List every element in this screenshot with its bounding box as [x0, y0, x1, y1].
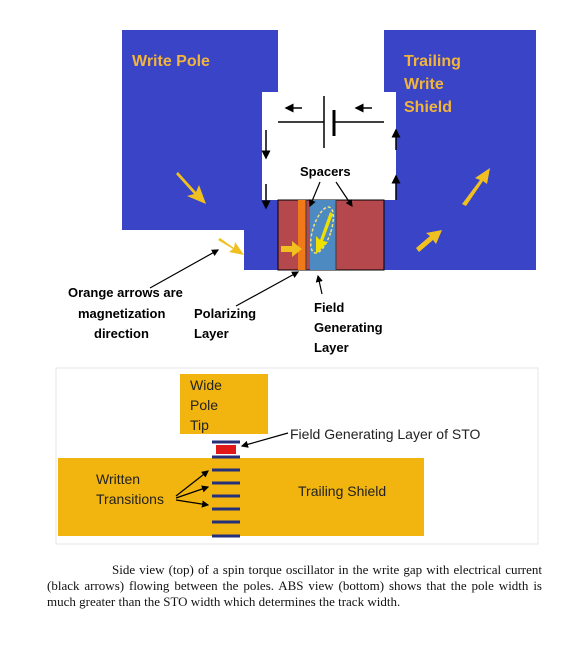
write-pole-label: Write Pole — [132, 53, 210, 70]
wide-pole-tip — [180, 374, 268, 434]
polarizing-layer-label-1: Polarizing — [194, 306, 256, 321]
trailing-shield-label-1: Trailing — [404, 53, 461, 70]
trailing-shield-label-2: Write — [404, 76, 444, 93]
sto-fgl-abs — [216, 445, 236, 454]
polarizing-layer — [298, 200, 306, 270]
wide-pole-tip-label-1: Wide — [190, 377, 222, 393]
field-generating-label-1: Field — [314, 300, 344, 315]
wide-pole-tip-label-2: Pole — [190, 397, 218, 413]
trailing-shield-abs-label: Trailing Shield — [298, 483, 386, 499]
orange-arrows-label-3: direction — [94, 326, 149, 341]
written-transitions-label-2: Transitions — [96, 491, 164, 507]
fgl-sto-label: Field Generating Layer of STO — [290, 426, 481, 442]
trailing-write-shield — [384, 30, 536, 270]
precession-arrow — [309, 206, 335, 254]
wide-pole-tip-label-3: Tip — [190, 417, 209, 433]
battery-symbol — [278, 96, 384, 148]
orange-arrows-label-2: magnetization — [78, 306, 165, 321]
trailing-shield-abs — [58, 458, 424, 536]
polarizing-layer-label-2: Layer — [194, 326, 229, 341]
abs-view-diagram: Wide Pole Tip Trailing Shield Field Gene… — [55, 367, 539, 545]
spacers-label: Spacers — [300, 164, 351, 179]
field-generating-label-2: Generating — [314, 320, 383, 335]
write-pole — [122, 30, 278, 270]
side-view-diagram: Write Pole Trailing Write Shield Space — [68, 30, 536, 355]
trailing-shield-label-3: Shield — [404, 99, 452, 116]
magnetization-arrows — [176, 168, 490, 257]
field-generating-label-3: Layer — [314, 340, 349, 355]
figure-caption: Side view (top) of a spin torque oscilla… — [47, 562, 542, 609]
written-transitions-label-1: Written — [96, 471, 140, 487]
orange-arrows-label-1: Orange arrows are — [68, 285, 183, 300]
written-transitions — [212, 455, 240, 538]
